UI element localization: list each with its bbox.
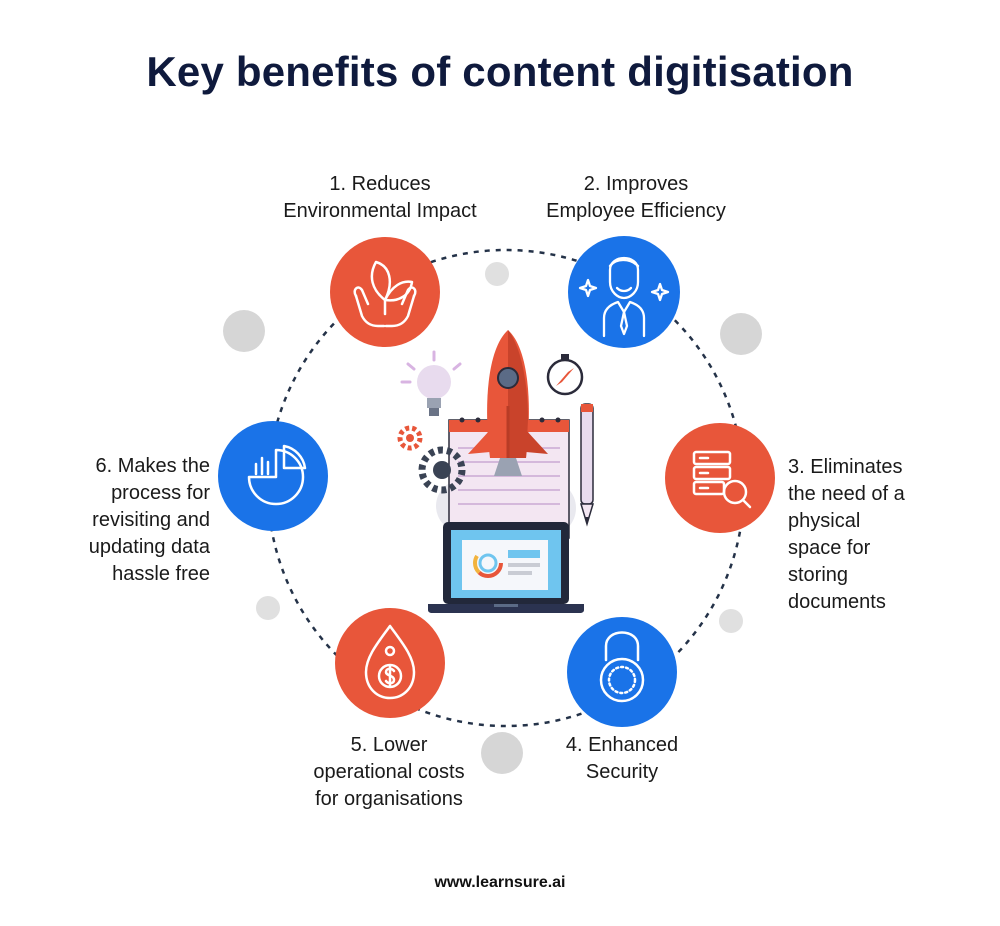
leaf-hands-icon [353,260,417,328]
benefit-2-badge [568,236,680,348]
money-drop-icon [364,624,416,700]
pencil-illustration [579,403,595,527]
compass-illustration [546,354,584,396]
pie-chart-icon [247,444,307,506]
benefit-5-badge [335,608,445,718]
benefit-6-label: 6. Makes the process for revisiting and … [88,455,210,585]
footer-url[interactable]: www.learnsure.ai [434,874,566,891]
benefit-4-badge [567,617,677,727]
gears-illustration [397,425,466,494]
benefit-3-label: 3. Eliminates the need of a physical spa… [788,456,905,613]
decor-dot [485,262,509,286]
light-bulb-illustration [400,350,462,416]
benefit-5-label: 5. Lower operational costs for organisat… [313,734,465,810]
decor-dot [223,310,265,352]
server-search-icon [692,450,752,509]
decor-dot [256,596,280,620]
laptop-illustration [428,522,584,613]
employee-icon [578,256,670,338]
benefit-3-badge [665,423,775,533]
central-illustration [397,330,595,613]
benefit-1-badge [330,237,440,347]
benefit-4-label: 4. Enhanced Security [565,734,679,783]
decor-dot [720,313,762,355]
benefit-1-label: 1. Reduces Environmental Impact [283,173,477,222]
page-title: Key benefits of content digitisation [146,48,854,95]
benefit-2-label: 2. Improves Employee Efficiency [546,173,726,222]
benefit-6-badge [218,421,328,531]
decor-dot [481,732,523,774]
padlock-icon [599,631,645,703]
decor-dot [719,609,743,633]
rocket-illustration [468,330,548,476]
